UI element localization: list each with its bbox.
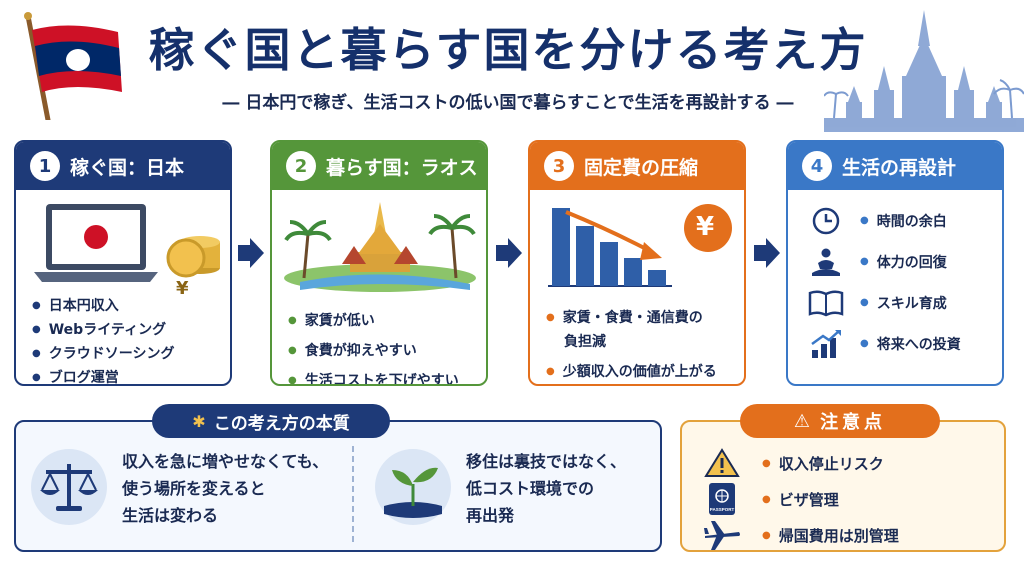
card-header: 2 暮らす国：ラオス (272, 142, 486, 190)
redesign-list: ●時間の余白 ●体力の回復 ●スキル育成 ●将来への投資 (788, 190, 1002, 364)
list-item: ●体力の回復 (806, 241, 1002, 282)
list-item: 家賃・食費・通信費の (546, 306, 744, 330)
list-item: ●時間の余白 (806, 200, 1002, 241)
arrow-right-icon (238, 238, 264, 268)
card-title: 暮らす国：ラオス (326, 156, 478, 179)
warning-icon: ⚠ (793, 410, 811, 432)
list-item: PASSPORT ●ビザ管理 (700, 480, 899, 518)
list-item: 生活コストを下げやすい (288, 366, 486, 384)
list-item: Webライティング (32, 318, 230, 342)
list-item: クラウドソーシング (32, 342, 230, 366)
laos-landscape-icon (284, 202, 476, 292)
airplane-icon (700, 520, 744, 550)
step-number: 4 (802, 151, 832, 181)
essence-right-text: 移住は裏技ではなく、 低コスト環境での 再出発 (466, 452, 627, 525)
passport-icon: PASSPORT (700, 483, 744, 515)
essence-header: ✱ この考え方の本質 (152, 404, 390, 438)
arrow-right-icon (496, 238, 522, 268)
step-number: 1 (30, 151, 60, 181)
essence-divider (352, 446, 354, 542)
arrow-right-icon (754, 238, 780, 268)
warning-triangle-icon (700, 448, 744, 478)
page-title: 稼ぐ国と暮らす国を分ける考え方 (148, 23, 868, 77)
list-item: ●スキル育成 (806, 282, 1002, 323)
card-earn-country: 1 稼ぐ国：日本 ¥ 日本円収入 Webライティング クラウドソーシング ブログ… (14, 140, 232, 386)
laos-flag-icon (24, 12, 122, 120)
sprout-icon (375, 449, 451, 525)
card-live-country: 2 暮らす国：ラオス 家賃が低い 食費が抑えやすい 生活コストを下げやすい (270, 140, 488, 386)
card-title: 生活の再設計 (842, 156, 957, 179)
book-icon (806, 286, 846, 320)
caution-title: 注意点 (820, 412, 887, 433)
coin-stack-icon (166, 236, 220, 278)
svg-text:PASSPORT: PASSPORT (710, 507, 735, 512)
list-item: ●帰国費用は別管理 (700, 518, 899, 552)
live-list: 家賃が低い 食費が抑えやすい 生活コストを下げやすい (272, 306, 486, 384)
card-title: 稼ぐ国：日本 (70, 156, 185, 179)
card-title: 固定費の圧縮 (584, 156, 699, 179)
caution-header: ⚠ 注意点 (740, 404, 940, 438)
list-item: ●収入停止リスク (700, 446, 899, 480)
card-header: 4 生活の再設計 (788, 142, 1002, 190)
list-item-continued: 負担減 (564, 334, 606, 350)
caution-list: ●収入停止リスク PASSPORT ●ビザ管理 ●帰国費用は別管理 (700, 446, 899, 552)
list-item: ●将来への投資 (806, 323, 1002, 364)
step-number: 2 (286, 151, 316, 181)
yen-symbol: ¥ (696, 212, 715, 242)
card-fixed-cost: 3 固定費の圧縮 ¥ 家賃・食費・通信費の 負担減 少額収入の価値が上がる (528, 140, 746, 386)
essence-title: この考え方の本質 (213, 413, 350, 434)
list-item: 家賃が低い (288, 306, 486, 336)
page-subtitle: ― 日本円で稼ぎ、生活コストの低い国で暮らすことで生活を再設計する ― (222, 93, 794, 113)
clock-icon (806, 204, 846, 238)
essence-left-text: 収入を急に増やせなくても、 使う場所を変えると 生活は変わる (122, 452, 329, 525)
temple-skyline-icon (824, 10, 1024, 132)
earn-list: 日本円収入 Webライティング クラウドソーシング ブログ運営 (16, 294, 230, 384)
list-item: ブログ運営 (32, 366, 230, 384)
laptop-icon (34, 204, 220, 282)
declining-bars-icon (548, 204, 732, 287)
growth-chart-icon (806, 327, 846, 361)
card-life-redesign: 4 生活の再設計 ●時間の余白 ●体力の回復 ●スキル育成 ●将来への投資 (786, 140, 1004, 386)
lightbulb-icon: ✱ (192, 411, 206, 431)
step-number: 3 (544, 151, 574, 181)
list-item: 食費が抑えやすい (288, 336, 486, 366)
list-item: 少額収入の価値が上がる (546, 360, 744, 384)
card-header: 3 固定費の圧縮 (530, 142, 744, 190)
meditation-icon (806, 245, 846, 279)
card-header: 1 稼ぐ国：日本 (16, 142, 230, 190)
scales-icon (31, 449, 107, 525)
list-item: 日本円収入 (32, 294, 230, 318)
cost-list: 家賃・食費・通信費の 負担減 少額収入の価値が上がる (530, 306, 744, 384)
yen-coin-symbol: ¥ (176, 278, 189, 299)
